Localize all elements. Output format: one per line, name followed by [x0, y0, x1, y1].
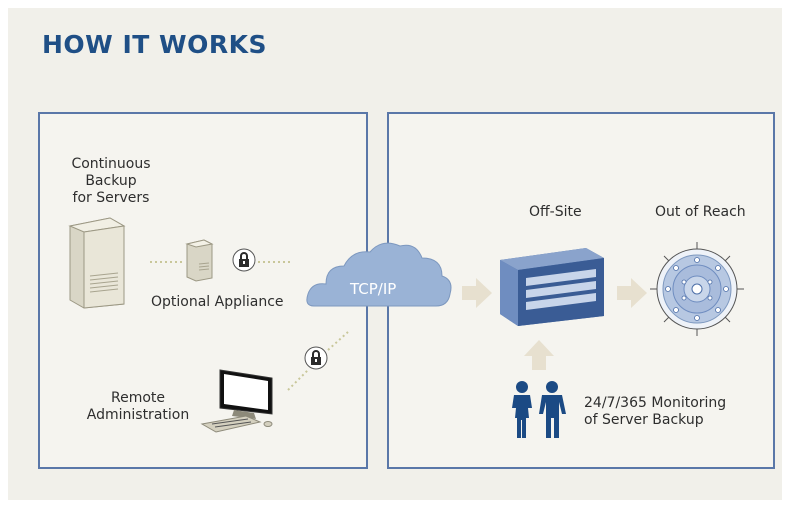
backup-label-line-2: Backup	[85, 173, 137, 189]
monitoring-label: 24/7/365 Monitoring of Server Backup	[584, 395, 726, 429]
remote-label: Remote Administration	[78, 390, 198, 424]
computer-icon	[200, 369, 273, 433]
cloud-icon	[306, 242, 452, 307]
dashed-link-left	[150, 261, 184, 263]
remote-label-line-1: Remote	[110, 390, 166, 406]
monitoring-label-line-2: of Server Backup	[584, 412, 704, 428]
people-icon	[512, 381, 566, 438]
remote-label-line-2: Administration	[86, 407, 190, 423]
appliance-icon	[185, 239, 214, 282]
dashed-link-appliance	[258, 261, 290, 263]
backup-label-line-1: Continuous	[71, 156, 151, 172]
backup-label: Continuous Backup for Servers	[46, 156, 176, 207]
server-tower-icon	[68, 217, 126, 309]
appliance-label: Optional Appliance	[151, 294, 284, 310]
monitoring-label-line-1: 24/7/365 Monitoring	[584, 395, 727, 411]
arrow-up-icon	[524, 340, 554, 370]
reach-label: Out of Reach	[655, 204, 746, 220]
lock-icon	[232, 248, 256, 272]
lock-icon	[304, 346, 328, 370]
dashed-link-remote	[287, 331, 349, 391]
arrow-right-icon	[617, 278, 647, 308]
offsite-label: Off-Site	[529, 204, 582, 220]
arrow-right-icon	[462, 278, 492, 308]
server-rack-icon	[500, 248, 604, 326]
cloud-label: TCP/IP	[350, 280, 397, 298]
backup-label-line-3: for Servers	[72, 190, 150, 206]
page-title: HOW IT WORKS	[42, 30, 267, 59]
target-icon	[650, 242, 744, 336]
